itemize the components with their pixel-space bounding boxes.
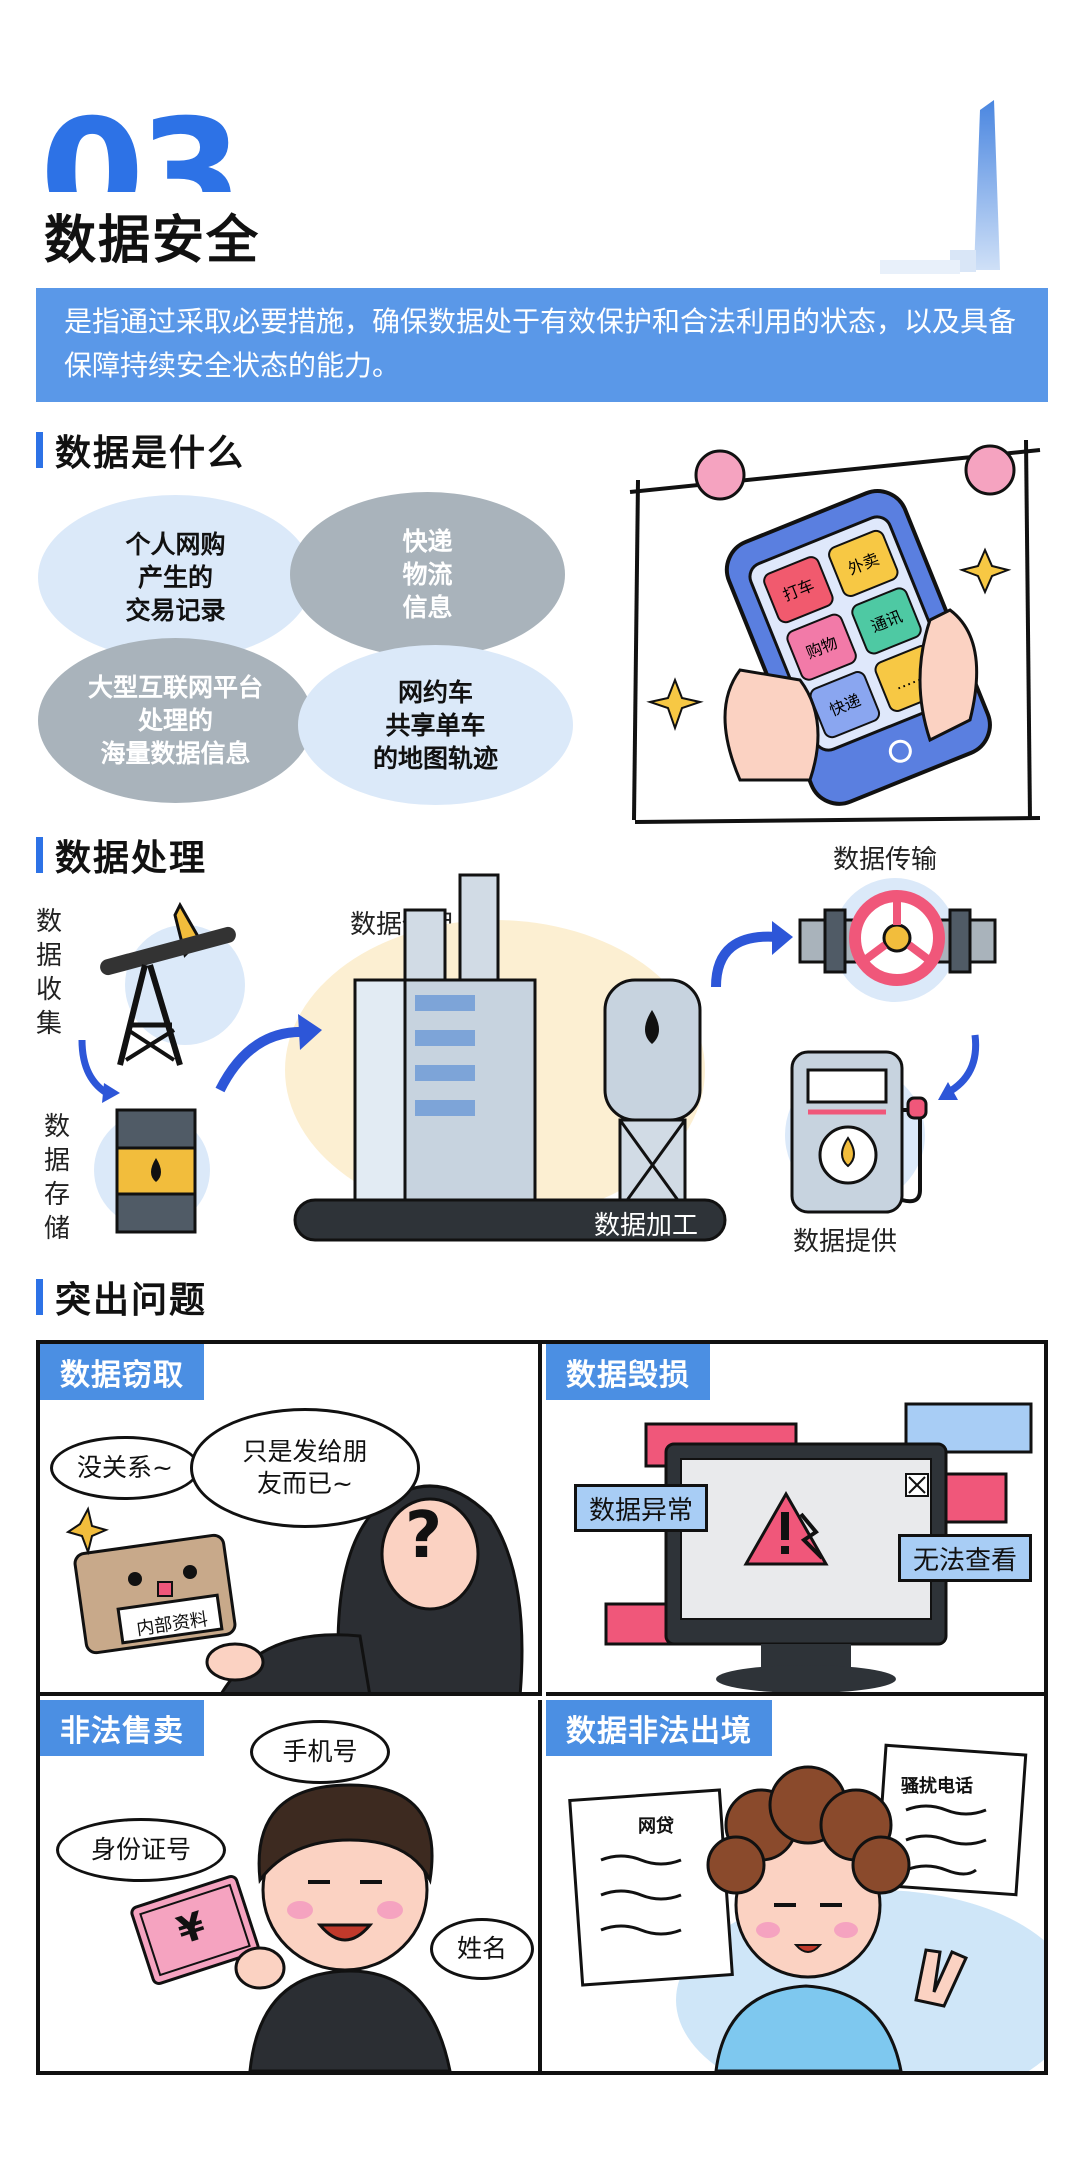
heading-bar xyxy=(36,1279,43,1315)
factory-illustration xyxy=(285,873,727,1242)
arrow-transfer-to-provide xyxy=(938,1034,980,1100)
bubble-text: 个人网购 产生的 交易记录 xyxy=(125,530,226,625)
page-title: 数据安全 xyxy=(44,211,261,271)
label-data-collection: 数 据 收 集 xyxy=(35,907,62,1039)
label-data-storage: 数 据 存 储 xyxy=(43,1112,70,1244)
bubble-express-logistics: 快递 物流 信息 xyxy=(290,492,565,657)
section-heading-processing: 数据处理 xyxy=(36,833,207,879)
heading-text: 数据是什么 xyxy=(55,433,246,474)
hooded-figure-illustration xyxy=(65,1484,524,1692)
speech-bubble: 手机号 xyxy=(250,1720,390,1784)
panel-data-theft: 数据窃取 ? 内部资料 没关系~ 只是发给朋 友而已~ xyxy=(40,1344,542,1696)
label-data-provide: 数据提供 xyxy=(793,1227,898,1257)
bubble-platform-data: 大型互联网平台 处理的 海量数据信息 xyxy=(38,638,313,803)
oil-derrick-icon xyxy=(100,901,245,1066)
section-heading-what: 数据是什么 xyxy=(36,428,245,474)
panel-title: 数据毁损 xyxy=(546,1344,710,1400)
export-illustration xyxy=(568,1743,1044,2071)
panel-illegal-export: 数据非法出境 网贷 骚扰电话 xyxy=(546,1700,1044,2071)
panel-title: 数据非法出境 xyxy=(546,1700,772,1756)
heading-text: 数据处理 xyxy=(55,838,208,879)
paper-label-loan: 网贷 xyxy=(638,1816,674,1837)
skyline-icon xyxy=(880,100,1000,274)
error-label: 数据异常 xyxy=(574,1484,708,1532)
problems-panel-grid: 数据窃取 ? 内部资料 没关系~ 只是发给朋 友而已~ 数据毁损 xyxy=(36,1340,1048,2075)
bubble-text: 快递 物流 信息 xyxy=(402,527,453,622)
intro-band: 是指通过采取必要措施，确保数据处于有效保护和合法利用的状态，以及具备保障持续安全… xyxy=(36,288,1048,402)
unviewable-label: 无法查看 xyxy=(898,1534,1032,1582)
panel-title: 非法售卖 xyxy=(40,1700,204,1756)
speech-bubble: 姓名 xyxy=(430,1918,534,1980)
heading-text: 突出问题 xyxy=(55,1280,208,1321)
phone-illustration: 打车 外卖 购物 通讯 快递 …… xyxy=(629,439,1041,824)
arrow-store-to-use xyxy=(215,1014,322,1093)
fuel-pump-icon xyxy=(785,1050,928,1214)
label-data-processing: 数据加工 xyxy=(594,1211,699,1241)
question-mark-icon: ? xyxy=(405,1499,443,1573)
seller-illustration xyxy=(130,1783,452,2071)
speech-bubble: 没关系~ xyxy=(50,1436,200,1500)
panel-illegal-sale: 非法售卖 ¥ 手机号 身份证号 姓名 xyxy=(40,1700,542,2071)
bubble-online-shopping: 个人网购 产生的 交易记录 xyxy=(38,495,313,660)
heading-bar xyxy=(36,432,43,468)
bubble-map-tracks: 网约车 共享单车 的地图轨迹 xyxy=(298,645,573,805)
bubble-text: 大型互联网平台 处理的 海量数据信息 xyxy=(87,673,263,768)
pipe-valve-icon xyxy=(798,878,997,1002)
broken-monitor-illustration xyxy=(604,1402,1033,1692)
arrow-collect-to-store xyxy=(78,1039,120,1103)
oil-barrel-icon xyxy=(94,1108,210,1234)
label-data-transfer: 数据传输 xyxy=(833,845,938,875)
panel-title: 数据窃取 xyxy=(40,1344,204,1400)
bubble-text: 网约车 共享单车 的地图轨迹 xyxy=(372,677,498,773)
section-number: 03 xyxy=(40,100,237,192)
arrow-use-to-transfer xyxy=(711,921,793,988)
heading-bar xyxy=(36,837,43,873)
section-heading-problems: 突出问题 xyxy=(36,1275,207,1321)
paper-label-harassment: 骚扰电话 xyxy=(901,1776,973,1797)
speech-bubble: 身份证号 xyxy=(56,1818,226,1882)
speech-bubble: 只是发给朋 友而已~ xyxy=(190,1408,420,1528)
panel-data-damage: 数据毁损 数据异常 无法查看 xyxy=(546,1344,1044,1696)
